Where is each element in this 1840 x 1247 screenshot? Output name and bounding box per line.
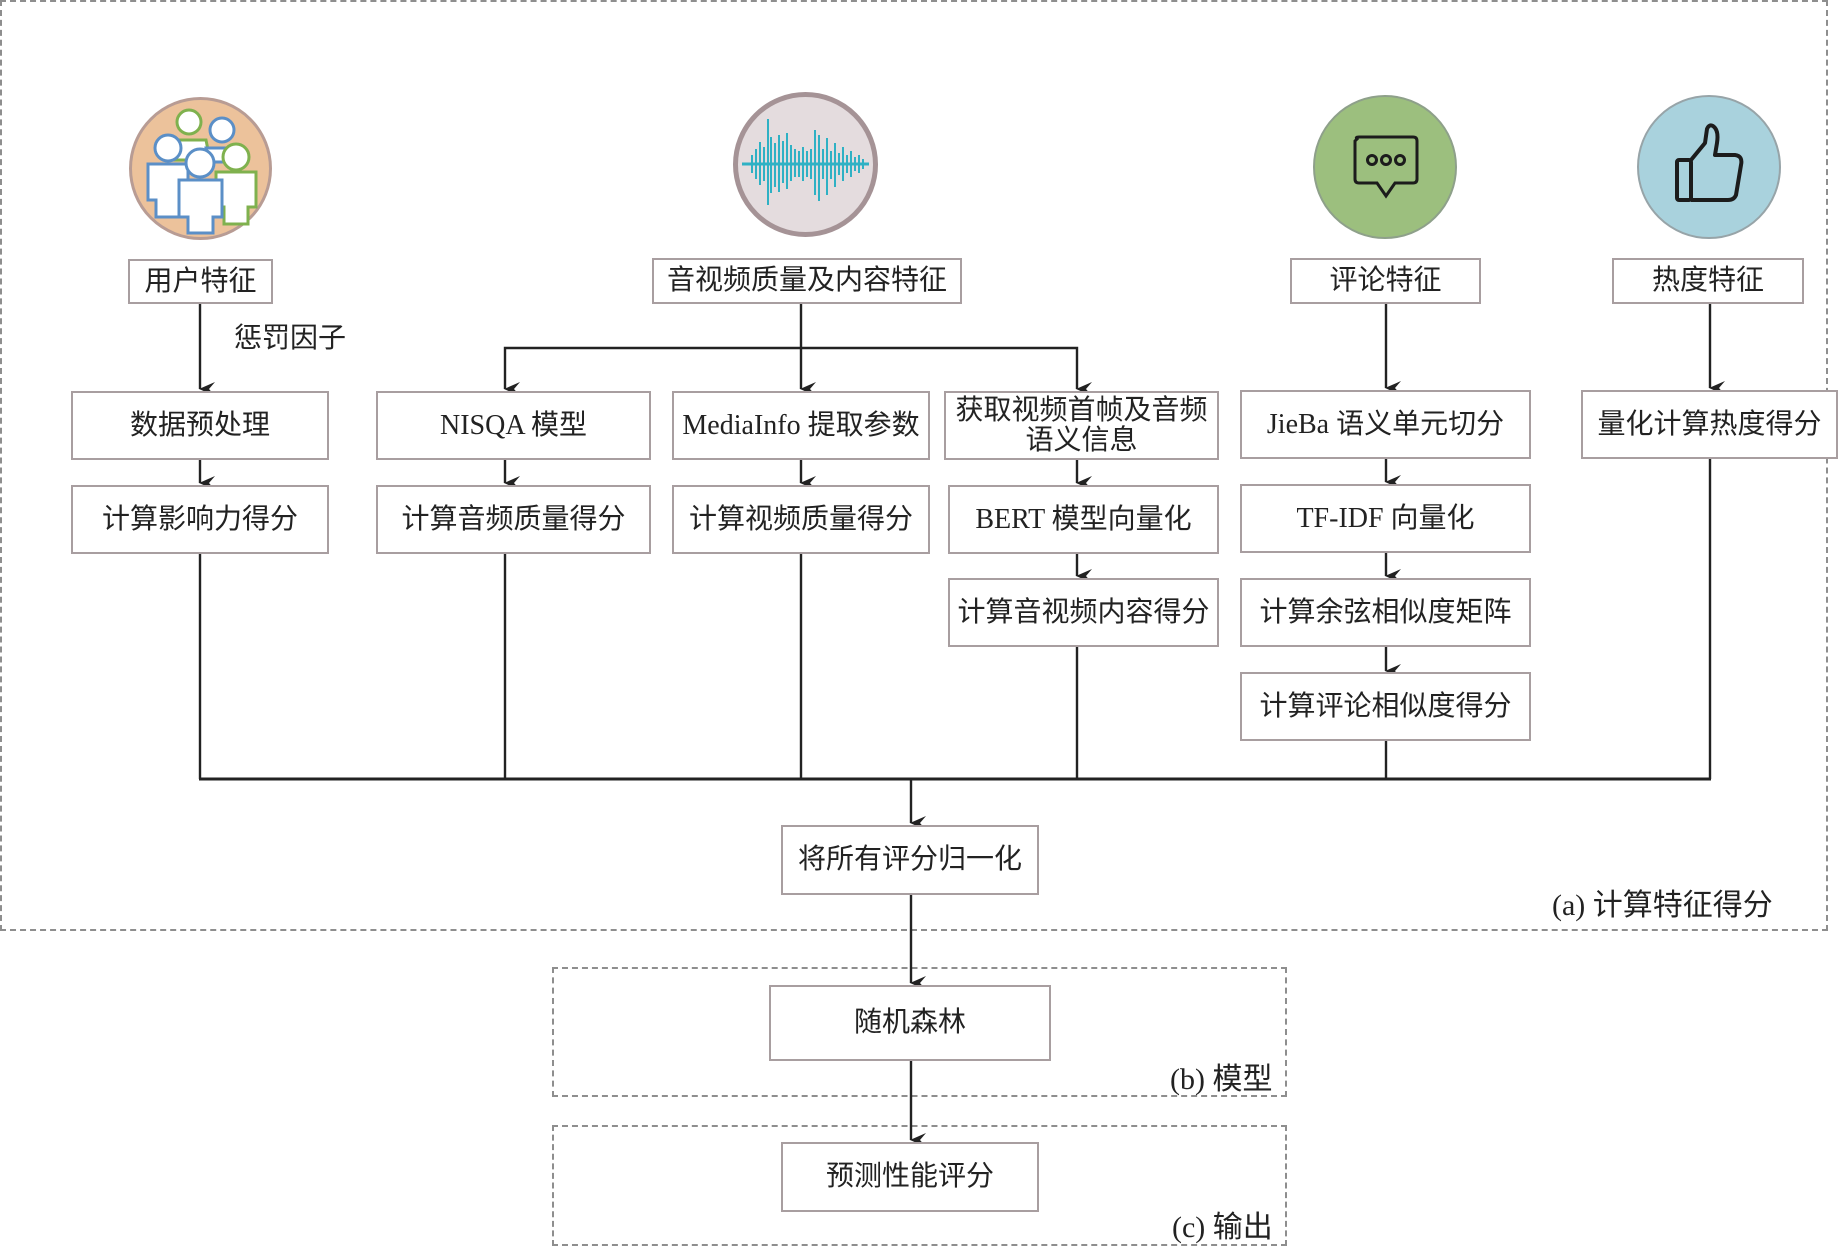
step-influence-score: 计算影响力得分 [71,485,329,554]
av-feature-title: 音视频质量及内容特征 [652,258,962,304]
step-comment-similarity-score: 计算评论相似度得分 [1240,672,1531,741]
step-nisqa-model: NISQA 模型 [376,391,651,460]
step-tfidf-vectorize: TF-IDF 向量化 [1240,484,1531,553]
step-av-content-score: 计算音视频内容得分 [948,578,1219,647]
heat-feature-title: 热度特征 [1612,258,1804,304]
step-data-preprocess: 数据预处理 [71,391,329,460]
step-heat-score: 量化计算热度得分 [1581,390,1838,459]
section-label-c: (c) 输出 [1172,1211,1273,1244]
section-label-b: (b) 模型 [1170,1063,1273,1096]
penalty-factor-label: 惩罚因子 [234,323,347,354]
users-group-icon [129,97,272,240]
step-jieba-segmentation: JieBa 语义单元切分 [1240,390,1531,459]
section-output [552,1125,1287,1246]
step-cosine-similarity-matrix: 计算余弦相似度矩阵 [1240,578,1531,647]
step-mediainfo-params: MediaInfo 提取参数 [672,391,930,460]
output-performance-score: 预测性能评分 [781,1142,1039,1212]
chat-bubble-icon [1313,95,1457,239]
edge-av-branch-left [503,346,801,396]
step-bert-vectorize: BERT 模型向量化 [948,485,1219,554]
step-normalize-scores: 将所有评分归一化 [781,825,1039,895]
thumbs-up-icon [1637,95,1781,239]
step-extract-frame-audio-semantics: 获取视频首帧及音频语义信息 [944,391,1219,460]
step-audio-quality-score: 计算音频质量得分 [376,485,651,554]
waveform-graphic [742,119,869,205]
step-video-quality-score: 计算视频质量得分 [672,485,930,554]
section-model [552,967,1287,1097]
user-feature-title: 用户特征 [128,259,273,304]
edge-av-branch-right [801,346,1092,396]
audio-waveform-icon [733,92,878,237]
section-compute-features [0,0,1828,931]
section-label-a: (a) 计算特征得分 [1552,889,1773,922]
comment-feature-title: 评论特征 [1290,258,1481,304]
model-random-forest: 随机森林 [769,985,1051,1061]
